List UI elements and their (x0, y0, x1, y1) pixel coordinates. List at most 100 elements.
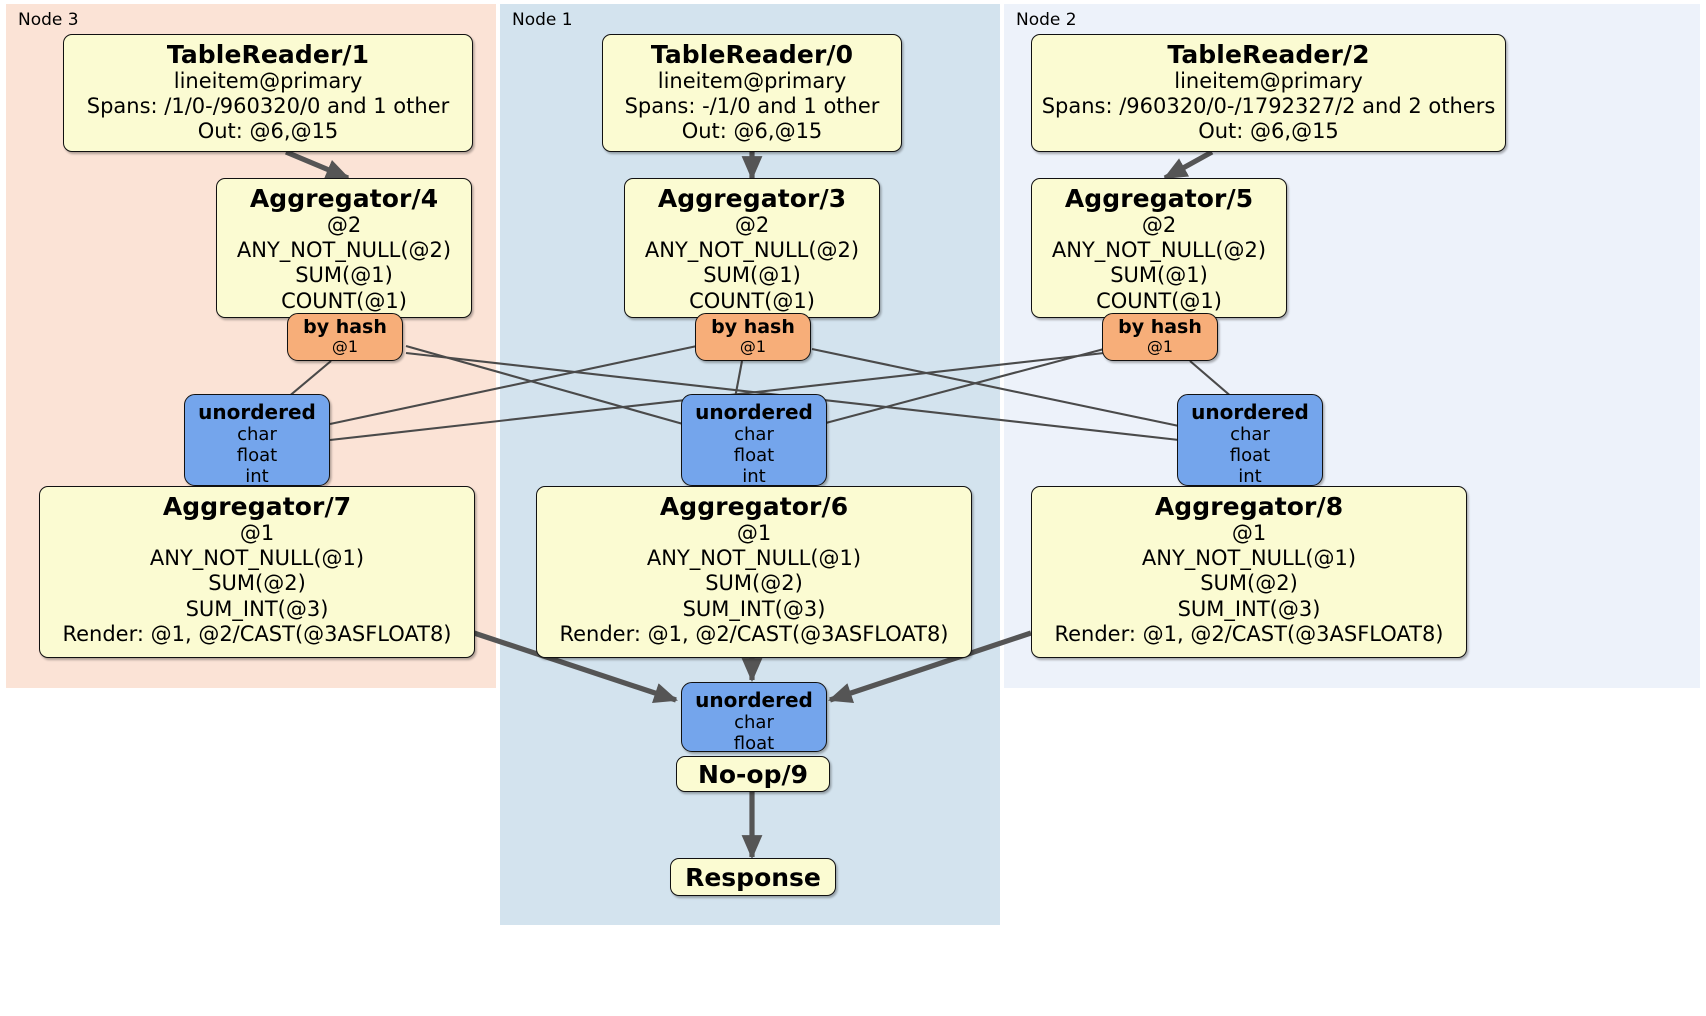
processor-aggregator3[interactable]: Aggregator/3 @2 ANY_NOT_NULL(@2) SUM(@1)… (624, 178, 880, 318)
synchronizer-unordered-node2[interactable]: unordered char float int (1177, 394, 1323, 488)
processor-detail: @2 (326, 213, 362, 237)
synchronizer-type: float (1229, 445, 1271, 467)
router-detail: @1 (331, 337, 359, 357)
edge-router3-sync7 (329, 344, 698, 426)
router-detail: @1 (739, 337, 767, 357)
synchronizer-title: unordered (198, 400, 316, 424)
synchronizer-type: char (237, 424, 277, 445)
processor-title: Aggregator/8 (1154, 492, 1344, 521)
processor-title: Aggregator/7 (162, 492, 352, 521)
synchronizer-title: unordered (695, 688, 813, 712)
node-panel-label-node2: Node 2 (1016, 10, 1077, 30)
processor-render: Render: @1, @2/CAST(@3ASFLOAT8) (62, 621, 452, 646)
synchronizer-title: unordered (695, 400, 813, 424)
edge-tablereader2-aggregator5 (1163, 149, 1214, 181)
processor-title: TableReader/2 (1167, 40, 1370, 69)
processor-title: No-op/9 (697, 759, 809, 789)
processor-aggregator4[interactable]: Aggregator/4 @2 ANY_NOT_NULL(@2) SUM(@1)… (216, 178, 472, 318)
router-title: by hash (303, 316, 387, 339)
edge-router3-sync6 (733, 360, 744, 399)
processor-noop9[interactable]: No-op/9 (676, 756, 830, 792)
processor-detail: ANY_NOT_NULL(@1) (149, 546, 365, 571)
synchronizer-unordered-final[interactable]: unordered char float (681, 682, 827, 755)
edge-aggregator7-sync9 (473, 630, 678, 703)
edge-tablereader1-aggregator4 (284, 149, 350, 181)
processor-detail: SUM_INT(@3) (185, 596, 329, 621)
processor-detail: SUM_INT(@3) (682, 596, 826, 621)
edge-aggregator8-sync9 (828, 630, 1032, 703)
processor-detail: lineitem@primary (657, 69, 847, 93)
synchronizer-type: int (1238, 466, 1262, 488)
processor-detail: Spans: /1/0-/960320/0 and 1 other (86, 94, 450, 119)
processor-aggregator8[interactable]: Aggregator/8 @1 ANY_NOT_NULL(@1) SUM(@2)… (1031, 486, 1467, 658)
response-title: Response (685, 862, 821, 892)
edge-router5-sync8 (1189, 360, 1234, 399)
processor-detail: ANY_NOT_NULL(@2) (236, 238, 452, 263)
processor-detail: ANY_NOT_NULL(@1) (1141, 546, 1357, 571)
synchronizer-type: int (245, 466, 269, 488)
synchronizer-unordered-node3[interactable]: unordered char float int (184, 394, 330, 488)
processor-detail: SUM(@2) (1200, 571, 1298, 596)
synchronizer-type: float (733, 445, 775, 467)
processor-detail: SUM(@2) (208, 571, 306, 596)
processor-render: Render: @1, @2/CAST(@3ASFLOAT8) (1054, 621, 1444, 646)
processor-detail: Spans: /960320/0-/1792327/2 and 2 others (1041, 94, 1496, 119)
processor-aggregator6[interactable]: Aggregator/6 @1 ANY_NOT_NULL(@1) SUM(@2)… (536, 486, 972, 658)
processor-title: TableReader/1 (166, 40, 370, 69)
processor-tablereader0[interactable]: TableReader/0 lineitem@primary Spans: -/… (602, 34, 902, 152)
synchronizer-type: float (733, 733, 775, 755)
processor-aggregator5[interactable]: Aggregator/5 @2 ANY_NOT_NULL(@2) SUM(@1)… (1031, 178, 1287, 318)
node-panel-label-node1: Node 1 (512, 10, 573, 30)
synchronizer-type: char (734, 424, 774, 445)
processor-aggregator7[interactable]: Aggregator/7 @1 ANY_NOT_NULL(@1) SUM(@2)… (39, 486, 475, 658)
synchronizer-type: int (742, 466, 766, 488)
processor-tablereader2[interactable]: TableReader/2 lineitem@primary Spans: /9… (1031, 34, 1506, 152)
router-title: by hash (1118, 316, 1202, 339)
processor-detail: SUM(@1) (703, 263, 801, 288)
processor-detail: SUM(@2) (705, 571, 803, 596)
processor-detail: COUNT(@1) (689, 288, 815, 313)
edge-router4-sync7 (286, 360, 332, 399)
router-detail: @1 (1146, 337, 1174, 357)
processor-detail: @2 (1141, 213, 1177, 237)
processor-detail: SUM_INT(@3) (1177, 596, 1321, 621)
synchronizer-type: char (734, 712, 774, 733)
processor-detail: SUM(@1) (1110, 263, 1208, 288)
processor-detail: SUM(@1) (295, 263, 393, 288)
processor-title: Aggregator/4 (249, 184, 439, 213)
processor-detail: ANY_NOT_NULL(@2) (1051, 238, 1267, 263)
processor-detail: @1 (239, 521, 275, 545)
processor-detail: COUNT(@1) (1096, 288, 1222, 313)
processor-detail: ANY_NOT_NULL(@2) (644, 238, 860, 263)
processor-detail: lineitem@primary (173, 69, 363, 93)
processor-title: TableReader/0 (650, 40, 854, 69)
edge-router3-sync8 (811, 347, 1180, 428)
processor-tablereader1[interactable]: TableReader/1 lineitem@primary Spans: /1… (63, 34, 473, 152)
synchronizer-unordered-node1[interactable]: unordered char float int (681, 394, 827, 488)
edge-router5-sync6 (821, 347, 1105, 426)
processor-detail: @1 (736, 521, 772, 545)
processor-title: Aggregator/3 (657, 184, 847, 213)
processor-render: Render: @1, @2/CAST(@3ASFLOAT8) (559, 621, 949, 646)
node-panel-label-node3: Node 3 (18, 10, 79, 30)
synchronizer-type: char (1230, 424, 1270, 445)
response-box[interactable]: Response (670, 858, 836, 896)
router-by-hash-node3[interactable]: by hash @1 (287, 313, 403, 361)
processor-detail: @2 (734, 213, 770, 237)
processor-detail: Spans: -/1/0 and 1 other (624, 94, 880, 119)
router-by-hash-node1[interactable]: by hash @1 (695, 313, 811, 361)
processor-detail: ANY_NOT_NULL(@1) (646, 546, 862, 571)
processor-detail: @1 (1231, 521, 1267, 545)
processor-detail: Out: @6,@15 (1198, 119, 1339, 144)
router-by-hash-node2[interactable]: by hash @1 (1102, 313, 1218, 361)
processor-title: Aggregator/5 (1064, 184, 1254, 213)
processor-detail: lineitem@primary (1174, 69, 1363, 93)
router-title: by hash (711, 316, 795, 339)
processor-detail: Out: @6,@15 (197, 119, 339, 144)
synchronizer-title: unordered (1191, 400, 1309, 424)
processor-detail: Out: @6,@15 (681, 119, 823, 144)
synchronizer-type: float (236, 445, 278, 467)
processor-detail: COUNT(@1) (281, 288, 407, 313)
